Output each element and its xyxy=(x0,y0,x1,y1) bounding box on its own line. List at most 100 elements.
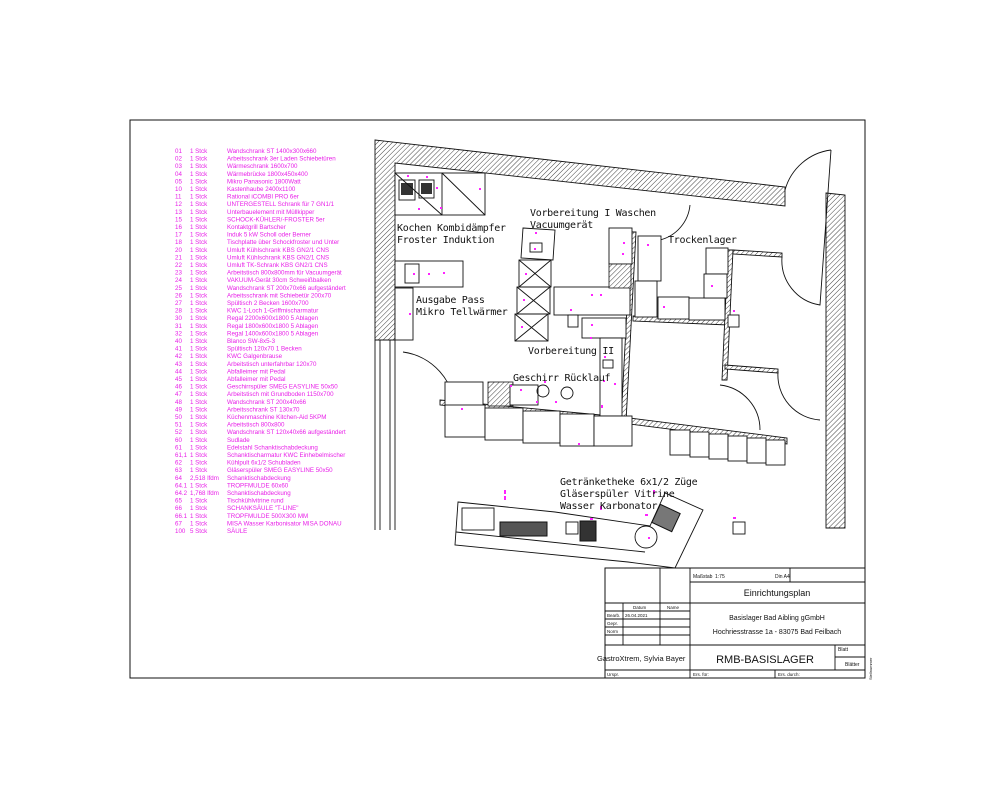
equipment-pos: 28 xyxy=(175,308,182,315)
equipment-pos: 64 xyxy=(175,475,182,482)
equipment-pos: 20 xyxy=(175,247,182,254)
equipment-qty: 1 Stck xyxy=(190,201,208,208)
equipment-pos: 30 xyxy=(175,315,182,322)
equipment-desc: Schanktischarmatur KWC Einhebelmischer xyxy=(227,452,345,459)
equipment-desc: Kühlpult 6x1/2 Schubladen xyxy=(227,460,301,467)
equipment-qty: 1 Stck xyxy=(190,391,208,398)
equipment-pos: 03 xyxy=(175,163,182,170)
equipment-pos: 66.1 xyxy=(175,513,188,520)
equipment-qty: 1 Stck xyxy=(190,270,208,277)
equipment-desc: Induk 5 kW Scholl oder Berner xyxy=(227,232,311,239)
author: GastroXtrem, Sylvia Bayer xyxy=(597,654,686,663)
equipment-desc: Tischplatte über Schockfroster und Unter xyxy=(227,239,339,246)
equipment-qty: 1 Stck xyxy=(190,406,208,413)
equipment-desc: KWC 1-Loch 1-Griffmischarmatur xyxy=(227,308,318,315)
equipment-desc: Mikro Panasonic 1800Watt xyxy=(227,178,301,185)
equipment-pos: 23 xyxy=(175,270,182,277)
equipment-desc: Regal 2200x600x1800 5 Ablagen xyxy=(227,315,319,322)
equipment-desc: Wandschrank ST 1400x300x660 xyxy=(227,148,317,155)
equipment-desc: Arbeitsschrank mit Schiebetür 200x70 xyxy=(227,292,332,299)
equipment-qty: 1 Stck xyxy=(190,209,208,216)
row-gepr: Gepr. xyxy=(607,621,618,626)
equipment-pos: 11 xyxy=(175,194,182,201)
client-address: Hochriesstrasse 1a - 83075 Bad Feilbach xyxy=(713,629,842,636)
equipment-pos: 16 xyxy=(175,224,182,231)
equipment-desc: Arbeitstisch unterfahrbar 120x70 xyxy=(227,361,317,368)
equipment-pos: 27 xyxy=(175,300,182,307)
equipment-desc: Schanktischabdeckung xyxy=(227,475,291,482)
equipment-qty: 1 Stck xyxy=(190,376,208,383)
equipment-desc: Umluft Kühlschrank KBS GN2/1 CNS xyxy=(227,254,329,261)
equipment-pos: 04 xyxy=(175,171,182,178)
equipment-pos: 21 xyxy=(175,254,182,261)
door-swing xyxy=(784,149,832,191)
equipment-qty: 1 Stck xyxy=(190,368,208,375)
equipment-desc: Spültisch 2 Becken 1600x700 xyxy=(227,300,309,307)
equipment-desc: Wandschrank ST 200x40x66 xyxy=(227,399,307,406)
equipment-desc: SCHOCK-KÜHLER/-FROSTER 5er xyxy=(227,216,325,223)
equipment-qty: 1 Stck xyxy=(190,171,208,178)
equipment-desc: Spültisch 120x70 1 Becken xyxy=(227,346,302,353)
equipment-qty: 1 Stck xyxy=(190,460,208,467)
equipment-desc: Arbeitstisch mit Grundboden 1150x700 xyxy=(227,391,334,398)
equipment-desc: Edelstahl Schanktischabdeckung xyxy=(227,444,318,451)
equipment-desc: KWC Galgenbrause xyxy=(227,353,283,360)
drawing-type: Einrichtungsplan xyxy=(744,588,811,598)
equipment-qty: 1 Stck xyxy=(190,216,208,223)
equipment-desc: Umluft TK-Schrank KBS GN2/1 CNS xyxy=(227,262,328,269)
equipment-pos: 26 xyxy=(175,292,182,299)
bearb-date: 26.04.2021 xyxy=(625,613,648,618)
wall-storage-top xyxy=(732,249,783,258)
equipment-qty: 1 Stck xyxy=(190,163,208,170)
equipment-pos: 46 xyxy=(175,384,182,391)
equipment-desc: Wärmeschrank 1600x700 xyxy=(227,163,298,170)
equipment-qty: 1 Stck xyxy=(190,254,208,261)
equipment-pos: 63 xyxy=(175,467,182,474)
equipment-desc: Rational iCOMBI PRO 6er xyxy=(227,194,299,201)
equipment-desc: Kastenhaube 2400x1100 xyxy=(227,186,296,193)
equipment-pos: 61,1 xyxy=(175,452,188,459)
equipment-pos: 13 xyxy=(175,209,182,216)
label-vorbereitung-1b: Vacuumgerät xyxy=(530,220,593,231)
equipment-desc: TROPFMULDE 60x60 xyxy=(227,482,289,489)
equipment-qty: 2,518 lfdm xyxy=(190,475,219,482)
equipment-pos: 42 xyxy=(175,353,182,360)
label-ausgabe: Ausgabe Pass xyxy=(416,295,485,306)
equipment-pos: 65 xyxy=(175,498,182,505)
door-swing xyxy=(659,204,691,241)
equipment-qty: 1 Stck xyxy=(190,498,208,505)
equipment-pos: 40 xyxy=(175,338,182,345)
equipment-pos: 02 xyxy=(175,156,182,163)
equipment-qty: 5 Stck xyxy=(190,528,208,535)
wall-corridor xyxy=(724,364,779,374)
equipment-qty: 1 Stck xyxy=(190,414,208,421)
equipment-desc: Arbeitsschrank ST 130x70 xyxy=(227,406,300,413)
equipment-pos: 32 xyxy=(175,330,182,337)
label-geschirr: Geschirr Rücklauf xyxy=(513,373,611,384)
equipment-qty: 1 Stck xyxy=(190,224,208,231)
col-date: Datum xyxy=(633,605,647,610)
equipment-desc: Küchenmaschine Kitchen-Aid 5KPM xyxy=(227,414,326,421)
equipment-qty: 1 Stck xyxy=(190,353,208,360)
equipment-qty: 1 Stck xyxy=(190,437,208,444)
replaces-label: Ers. für: xyxy=(693,672,709,677)
equipment-pos: 43 xyxy=(175,361,182,368)
equipment-desc: Regal 1800x600x1800 5 Ablagen xyxy=(227,323,319,330)
position-markers xyxy=(407,175,736,539)
equipment-qty: 1 Stck xyxy=(190,300,208,307)
equipment-qty: 1 Stck xyxy=(190,194,208,201)
equipment-pos: 61 xyxy=(175,444,182,451)
equipment-qty: 1 Stck xyxy=(190,156,208,163)
equipment-qty: 1 Stck xyxy=(190,338,208,345)
wall-right xyxy=(825,192,846,529)
equipment-pos: 50 xyxy=(175,414,182,421)
equipment-qty: 1 Stck xyxy=(190,330,208,337)
label-kochen-2: Froster Induktion xyxy=(397,235,495,246)
replaced-by-label: Ers. durch: xyxy=(778,672,800,677)
equipment-desc: Arbeitstisch 800x800 xyxy=(227,422,285,429)
equipment-qty: 1 Stck xyxy=(190,285,208,292)
equipment-qty: 1 Stck xyxy=(190,467,208,474)
equipment-desc: Abfalleimer mit Pedal xyxy=(227,376,285,383)
equipment-pos: 48 xyxy=(175,399,182,406)
